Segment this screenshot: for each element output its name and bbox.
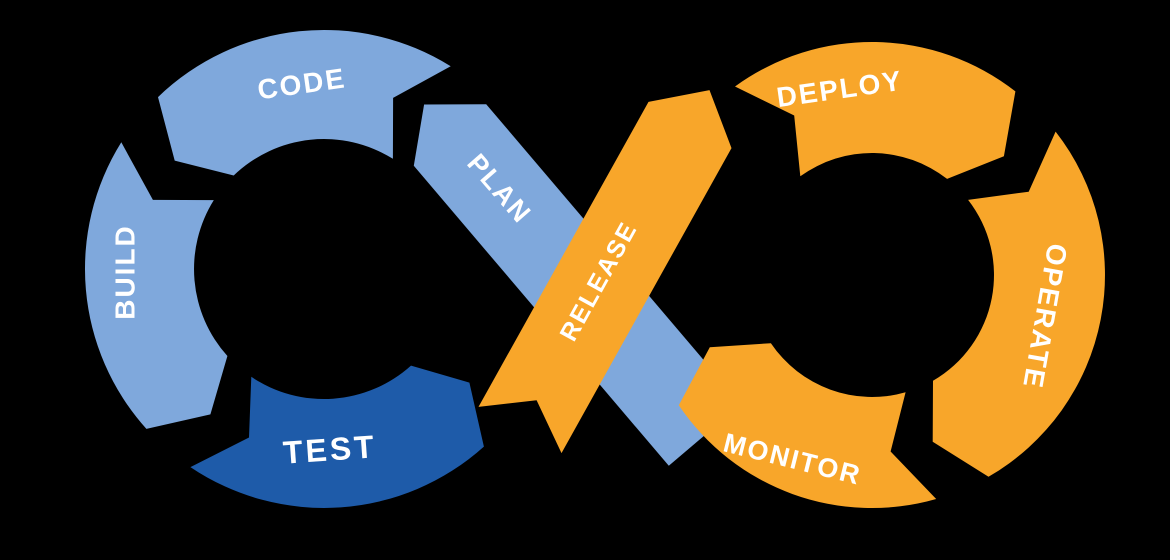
label-test: TEST — [282, 428, 378, 470]
segment-code — [158, 29, 451, 176]
band-release — [478, 90, 732, 454]
segment-build — [84, 142, 228, 429]
segment-monitor — [678, 343, 937, 509]
segment-operate — [932, 131, 1105, 477]
label-build: BUILD — [109, 224, 140, 320]
segment-test — [190, 365, 484, 508]
segment-deploy — [735, 42, 1016, 179]
